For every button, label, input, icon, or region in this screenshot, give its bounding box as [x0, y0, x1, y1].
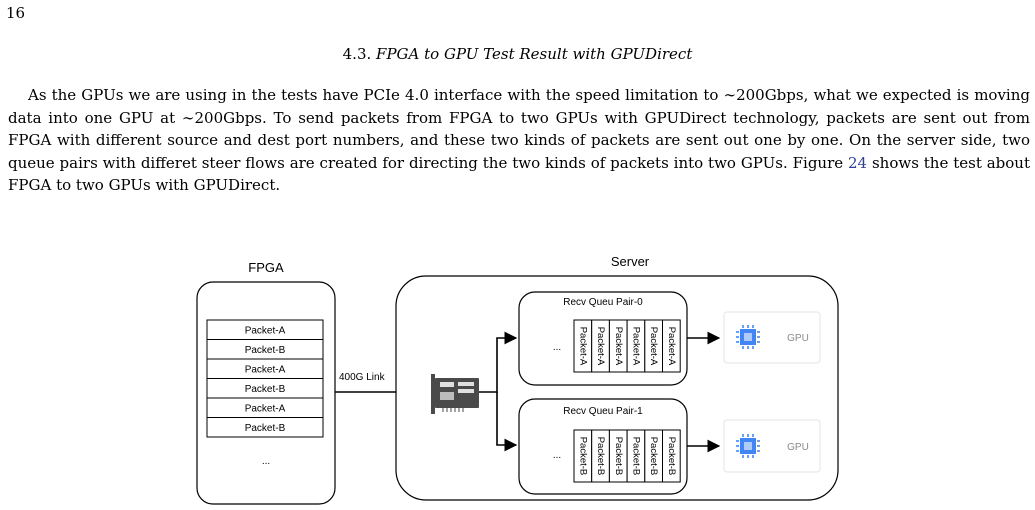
paragraph-text-1: As the GPUs we are using in the tests ha… [8, 86, 1030, 172]
queue-packet-label: Packet-A [613, 327, 624, 366]
fpga-packet-stack: Packet-A Packet-B Packet-A Packet-B Packet-A… [206, 319, 324, 438]
paragraph-text-2: shows the test about FPGA to two GPUs wi… [8, 153, 1030, 195]
section-heading: 4.3. FPGA to GPU Test Result with GPUDir… [0, 45, 1035, 63]
queue-packet-cell [662, 319, 681, 373]
queue-pair-1-ellipsis: ... [553, 450, 561, 461]
queue-packet-label: Packet-B [630, 437, 641, 476]
queue-pair-1-packets: Packet-B Packet-B Packet-B Packet-B Packet-B… [573, 429, 681, 483]
fpga-packet-label: Packet-A [245, 365, 286, 376]
queue-pair-1-label: Recv Queu Pair-1 [563, 406, 643, 417]
figure-reference-link[interactable]: 24 [848, 153, 868, 172]
branch-arrow-qp0 [479, 331, 518, 393]
gpu-card-0-box [723, 311, 821, 364]
section-number: 4.3. [342, 45, 372, 63]
queue-packet-label: Packet-B [648, 437, 659, 476]
branch-arrow-qp1 [496, 392, 518, 452]
fpga-packet-label: Packet-B [245, 345, 286, 356]
chip-icon [736, 325, 760, 349]
queue-packet-label: Packet-B [666, 437, 677, 476]
queue-pair-0-packets: Packet-A Packet-A Packet-A Packet-A Packet-A… [573, 319, 681, 373]
gpu-card-1-box [723, 419, 821, 473]
queue-packet-cell [662, 429, 681, 483]
queue-pair-0-label: Recv Queu Pair-0 [563, 297, 643, 308]
queue-packet-label: Packet-A [595, 327, 606, 366]
queue-packet-label: Packet-B [595, 437, 606, 476]
server-label: Server [611, 254, 650, 269]
fpga-ellipsis: ... [262, 456, 270, 467]
fpga-packet-cell [206, 417, 324, 438]
fpga-packet-label: Packet-B [245, 384, 286, 395]
fpga-packet-label: Packet-A [245, 326, 286, 337]
queue-pair-0-ellipsis: ... [553, 342, 561, 353]
page-number: 16 [6, 4, 26, 22]
gpu-0-label: GPU [787, 333, 809, 344]
gpu-card-1: GPU [723, 419, 821, 473]
fpga-packet-label: Packet-B [245, 423, 286, 434]
section-title: FPGA to GPU Test Result with GPUDirect [376, 45, 693, 63]
fpga-label: FPGA [248, 260, 284, 275]
queue-packet-label: Packet-B [577, 437, 588, 476]
fpga-packet-label: Packet-A [245, 404, 286, 415]
nic-card-icon [431, 374, 479, 414]
gpu-1-label: GPU [787, 442, 809, 453]
queue-packet-label: Packet-A [666, 327, 677, 366]
body-paragraph: As the GPUs we are using in the tests ha… [8, 84, 1030, 197]
queue-packet-label: Packet-A [630, 327, 641, 366]
chip-icon [736, 434, 760, 458]
gpu-card-0: GPU [723, 311, 821, 364]
link-label: 400G Link [339, 372, 386, 383]
queue-packet-label: Packet-A [648, 327, 659, 366]
queue-packet-label: Packet-A [577, 327, 588, 366]
queue-packet-label: Packet-B [613, 437, 624, 476]
